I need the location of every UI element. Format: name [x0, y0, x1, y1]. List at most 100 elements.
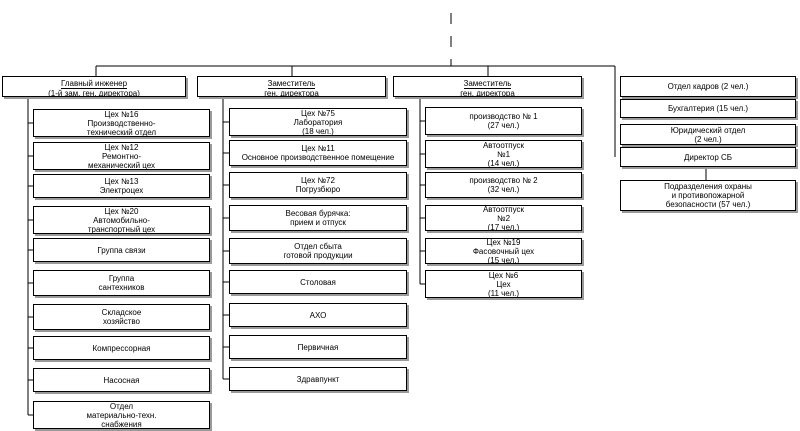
branch-0-unit-4-line: Группа связи [97, 245, 146, 255]
branch-0-unit-5-line: сантехников [98, 283, 145, 292]
branch-0-unit-2-line: Электроцех [99, 186, 144, 195]
branch-2-unit-2-line: производство № 2 [469, 176, 538, 185]
branch-1-header-line: Заместитель [267, 79, 316, 89]
branch-2-unit-1-line: №1 [496, 149, 511, 159]
branch-1-unit-8: Здравпункт [229, 367, 407, 391]
branch-1-unit-7: Первичная [229, 335, 407, 359]
branch-0-unit-5-line: Группа [108, 274, 135, 283]
right-unit-1-line: Бухгалтерия (15 чел.) [667, 104, 749, 113]
branch-2-unit-5-line: Цех [496, 279, 511, 289]
branch-1-unit-5: Столовая [229, 270, 407, 294]
branch-2-unit-3-line: №2 [496, 213, 511, 223]
branch-2-unit-3-line: (17 чел.) [487, 222, 520, 231]
branch-0-unit-7-line: Компрессорная [92, 343, 151, 353]
right-unit-3: Директор СБ [620, 147, 796, 167]
branch-2-unit-0: производство № 1(27 чел.) [425, 107, 582, 135]
branch-2-unit-0-line: производство № 1 [469, 112, 538, 121]
branch-2-unit-3-line: Автоотпуск [482, 205, 525, 214]
right-unit-3-line: Директор СБ [683, 152, 733, 162]
branch-0-unit-3-line: Автомобильно- [93, 215, 150, 225]
branch-1-unit-4-line: Отдел сбыта [294, 242, 342, 251]
branch-0-unit-0-line: Цех №16 [104, 109, 139, 119]
branch-1-unit-0-line: Цех №75 [301, 108, 335, 118]
branch-1-unit-8-line: Здравпункт [296, 374, 340, 384]
branch-1-unit-7-line: Первичная [297, 342, 339, 352]
branch-0-unit-2-line: Цех №13 [104, 177, 139, 186]
branch-0-unit-9-line: снабжения [101, 419, 142, 429]
branch-1-unit-0-line: Лаборатория [293, 117, 343, 127]
branch-0-unit-0-line: технический отдел [86, 127, 157, 137]
branch-2-unit-2: производство № 2(32 чел.) [425, 172, 582, 198]
branch-1-unit-4-line: готовой продукции [283, 251, 353, 260]
branch-2-unit-0-line: (27 чел.) [487, 121, 520, 130]
branch-1-header-line: ген. директора [264, 89, 319, 97]
right-unit-2: Юридический отдел(2 чел.) [620, 124, 796, 145]
branch-2-header-line: Заместитель [463, 79, 512, 89]
branch-0-unit-6-line: хозяйство [102, 317, 140, 326]
branch-1-unit-3-line: прием и отпуск [290, 218, 346, 227]
security-unit-line: Подразделения охраны [664, 182, 752, 191]
branch-1-unit-0-line: (18 чел.) [302, 126, 334, 136]
branch-1-unit-1-line: Основное производственное помещение [241, 153, 395, 162]
right-unit-0: Отдел кадров (2 чел.) [620, 76, 796, 97]
branch-0-unit-3-line: транспортный цех [87, 224, 156, 234]
right-unit-0-line: Отдел кадров (2 чел.) [667, 82, 749, 91]
branch-0-unit-9-line: Отдел [109, 401, 134, 411]
branch-2-header-line: ген. директора [460, 89, 515, 97]
branch-1-unit-5-line: Столовая [300, 277, 336, 287]
branch-0-unit-9-line: материально-техн. [86, 410, 157, 420]
branch-2-unit-1-line: Автоотпуск [482, 140, 525, 150]
branch-0-unit-3-line: Цех №20 [104, 206, 139, 216]
branch-0-unit-4: Группа связи [33, 238, 210, 262]
security-unit-line: безопасности (57 чел.) [665, 200, 751, 209]
branch-0-unit-7: Компрессорная [33, 336, 210, 360]
branch-2-unit-5-line: (11 чел.) [487, 288, 520, 298]
branch-1-unit-2-line: Погрузбюро [295, 185, 341, 194]
branch-2-unit-4-line: Цех №19 [486, 238, 521, 247]
branch-1-unit-3-line: Весовая бурячка: [285, 209, 351, 218]
right-unit-2-line: Юридический отдел [670, 125, 746, 135]
branch-2-unit-4-line: (15 чел.) [487, 255, 520, 264]
branch-2-unit-2-line: (32 чел.) [487, 185, 520, 194]
right-unit-1: Бухгалтерия (15 чел.) [620, 99, 796, 118]
branch-0-header-line: Главный инженер [60, 79, 128, 89]
branch-1-unit-3: Весовая бурячка:прием и отпуск [229, 205, 407, 231]
branch-0-unit-1-line: Ремонтно- [102, 151, 141, 161]
right-unit-2-line: (2 чел.) [694, 134, 722, 144]
branch-0-unit-0-line: Производственно- [87, 118, 156, 128]
branch-1-unit-6: АХО [229, 303, 407, 327]
branch-1-unit-6-line: АХО [309, 310, 327, 320]
branch-0-unit-1-line: механический цех [87, 160, 156, 170]
branch-0-header-line: (1-й зам. ген. директора) [48, 89, 140, 97]
security-unit-line: и противопожарной [671, 191, 745, 200]
branch-1-unit-1-line: Цех №11 [301, 144, 335, 153]
branch-2-unit-1-line: (14 чел.) [487, 158, 520, 168]
branch-1-unit-2-line: Цех №72 [301, 176, 335, 185]
branch-0-unit-8: Насосная [33, 368, 210, 392]
branch-0-unit-8-line: Насосная [103, 375, 140, 385]
branch-0-header: Главный инженер(1-й зам. ген. директора) [2, 76, 186, 97]
branch-2-unit-4-line: Фасовочный цех [472, 246, 535, 256]
branch-2-unit-5-line: Цех №6 [488, 270, 519, 280]
branch-0-unit-6-line: Складское [101, 308, 142, 317]
branch-0-unit-1-line: Цех №12 [104, 142, 139, 152]
